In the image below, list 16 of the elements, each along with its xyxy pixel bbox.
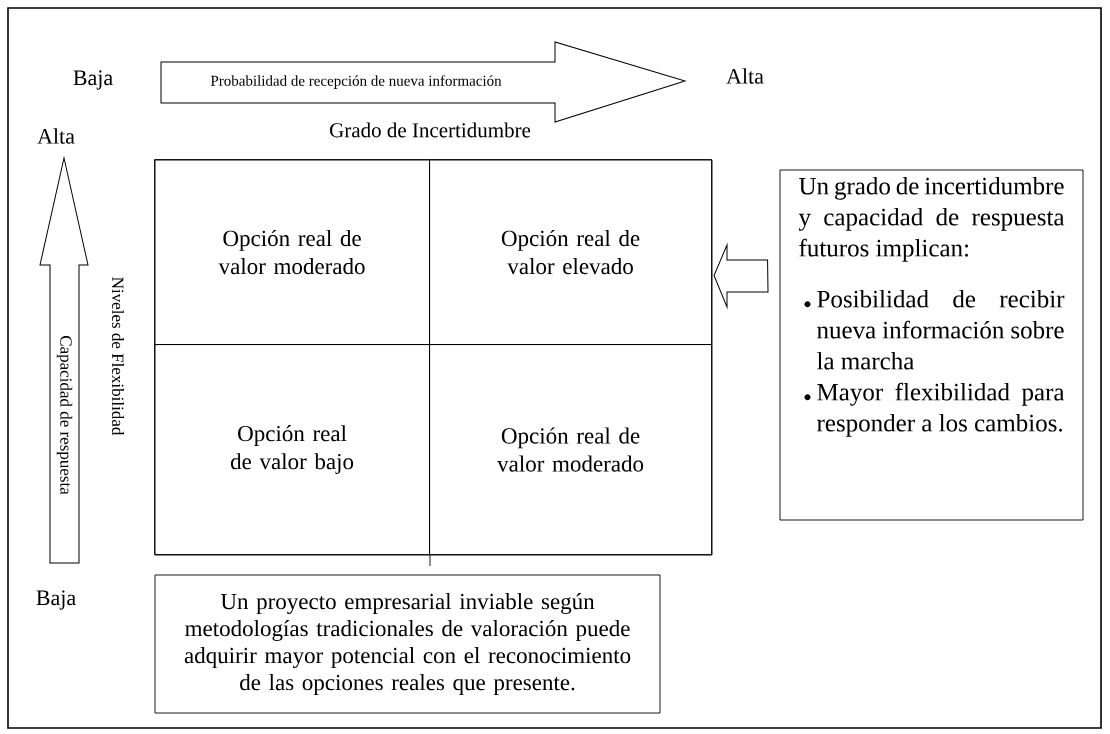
axis-label: Niveles de Flexibilidad (112, 277, 124, 436)
block-arrow (713, 244, 769, 308)
quadrant-cell: Opción real de valor moderado (154, 159, 430, 345)
text-box (779, 169, 1084, 521)
quadrant-cell: Opción real de valor bajo (154, 344, 430, 555)
grid-box (154, 159, 713, 556)
axis-label: Grado de Incertidumbre (330, 122, 531, 138)
paragraph: Un grado de incertidumbre y capacidad de respuesta futuros implican: (798, 177, 1065, 262)
bullet-item: Posibilidad de recibir nueva información sobre la marcha (804, 290, 1065, 370)
axis-label: Baja (73, 70, 113, 90)
axis-label: Baja (36, 590, 76, 610)
bullet-item: Mayor flexibilidad para responder a los cambios. (804, 382, 1065, 437)
axis-label: Alta (726, 68, 764, 84)
text-box: Un proyecto empresarial inviable según metodologías tradicionales de valoración puede adquirir mayor potencial con el reconocimiento de las opciones reales que presente. (154, 574, 661, 714)
quadrant-cell: Opción real de valor elevado (429, 159, 712, 345)
quadrant-cell: Opción real de valor moderado (429, 344, 712, 555)
